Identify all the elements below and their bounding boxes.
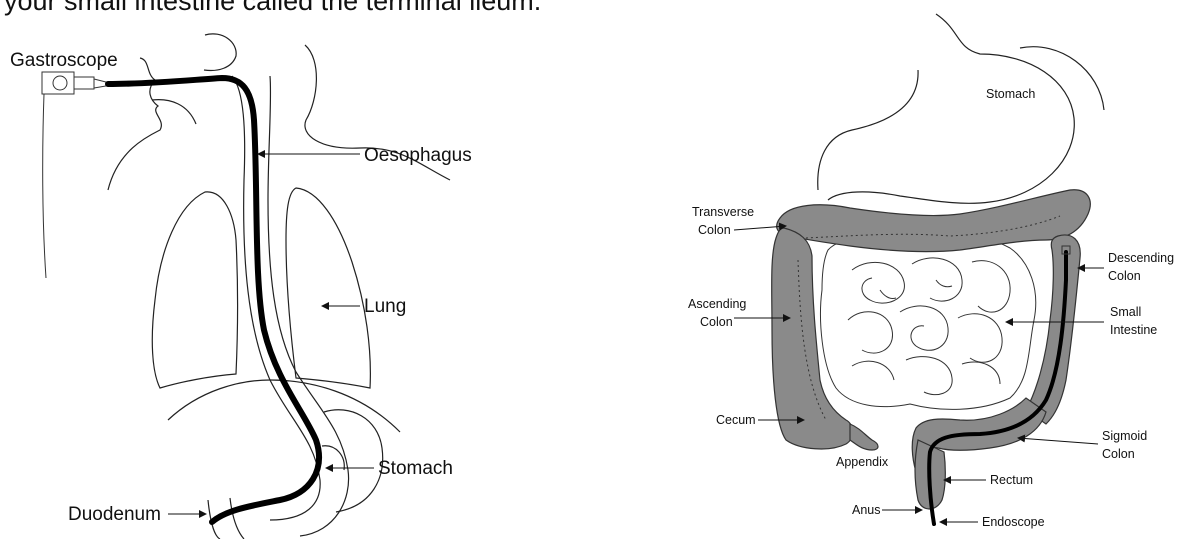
- label-transverse-2: Colon: [698, 223, 731, 237]
- label-stomach-left: Stomach: [378, 458, 453, 479]
- label-oesophagus: Oesophagus: [364, 145, 472, 166]
- label-anus: Anus: [852, 503, 881, 517]
- label-sigmoid-1: Sigmoid: [1102, 429, 1147, 443]
- label-sigmoid-2: Colon: [1102, 447, 1135, 461]
- label-ascending-2: Colon: [700, 315, 733, 329]
- label-gastroscope: Gastroscope: [10, 50, 118, 71]
- label-rectum: Rectum: [990, 473, 1033, 487]
- descending-colon: [1026, 235, 1080, 424]
- stomach-outline: [324, 410, 383, 512]
- stomach-outline-right: [828, 14, 1074, 203]
- label-small-intestine-2: Intestine: [1110, 323, 1157, 337]
- label-descending-1: Descending: [1108, 251, 1174, 265]
- gastroscopy-diagram: Gastroscope Oesophagus Lung Stomach Duod…: [10, 34, 472, 539]
- label-lung: Lung: [364, 296, 406, 317]
- gastroscope-tube: [108, 78, 319, 522]
- small-intestine: [821, 233, 1036, 409]
- label-small-intestine-1: Small: [1110, 305, 1141, 319]
- gastroscope-device: [42, 72, 106, 278]
- label-cecum: Cecum: [716, 413, 756, 427]
- appendix-shape: [850, 424, 878, 450]
- oesophagus-outline: [232, 76, 320, 520]
- colonoscopy-diagram: Stomach Transverse Colon Descending Colo…: [688, 14, 1174, 529]
- label-ascending-1: Ascending: [688, 297, 746, 311]
- label-appendix: Appendix: [836, 455, 889, 469]
- label-endoscope: Endoscope: [982, 515, 1045, 529]
- transverse-colon: [777, 190, 1091, 252]
- label-descending-2: Colon: [1108, 269, 1141, 283]
- label-transverse-1: Transverse: [692, 205, 754, 219]
- label-duodenum: Duodenum: [68, 504, 161, 525]
- left-lung: [152, 192, 237, 388]
- right-lung: [286, 188, 370, 388]
- face-outline: [108, 58, 161, 190]
- label-stomach-right: Stomach: [986, 87, 1035, 101]
- ascending-colon: [772, 228, 853, 449]
